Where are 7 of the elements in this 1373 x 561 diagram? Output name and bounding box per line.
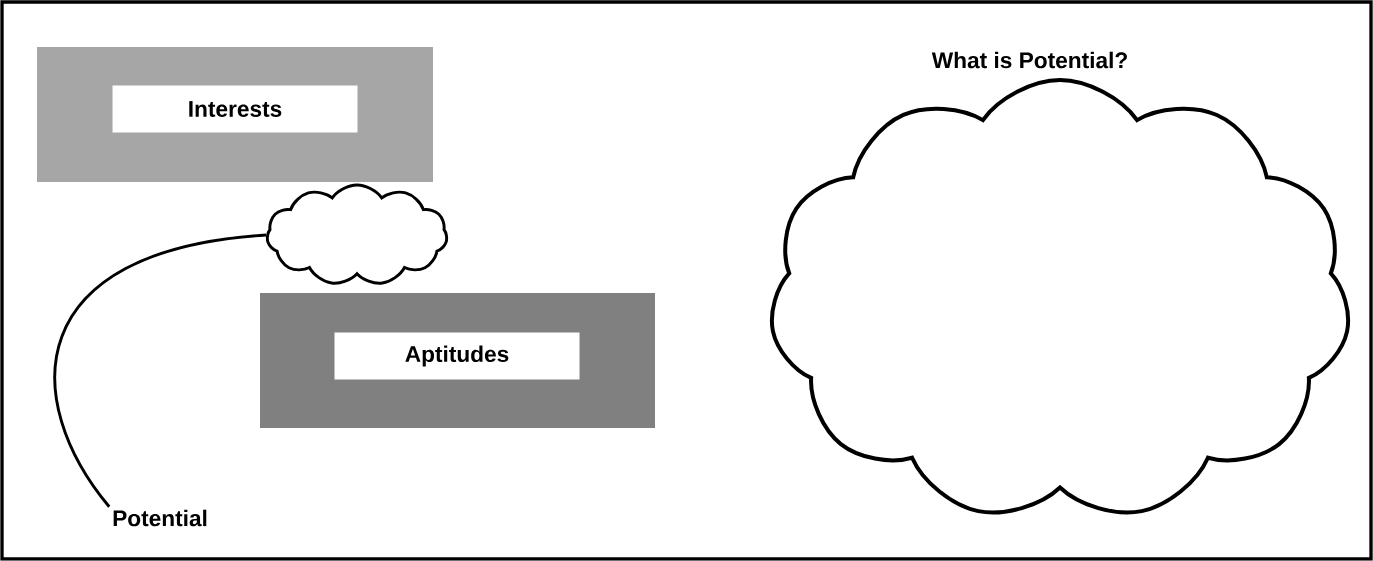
cloud [265,183,449,285]
text-panel: Aptitudes [260,293,655,428]
text-panel: Interests [37,47,433,182]
label: Potential [113,509,207,527]
node-label: What is Potential? [931,51,1127,69]
cloud: What is Potential? [769,51,1351,515]
leader-line [54,233,267,508]
